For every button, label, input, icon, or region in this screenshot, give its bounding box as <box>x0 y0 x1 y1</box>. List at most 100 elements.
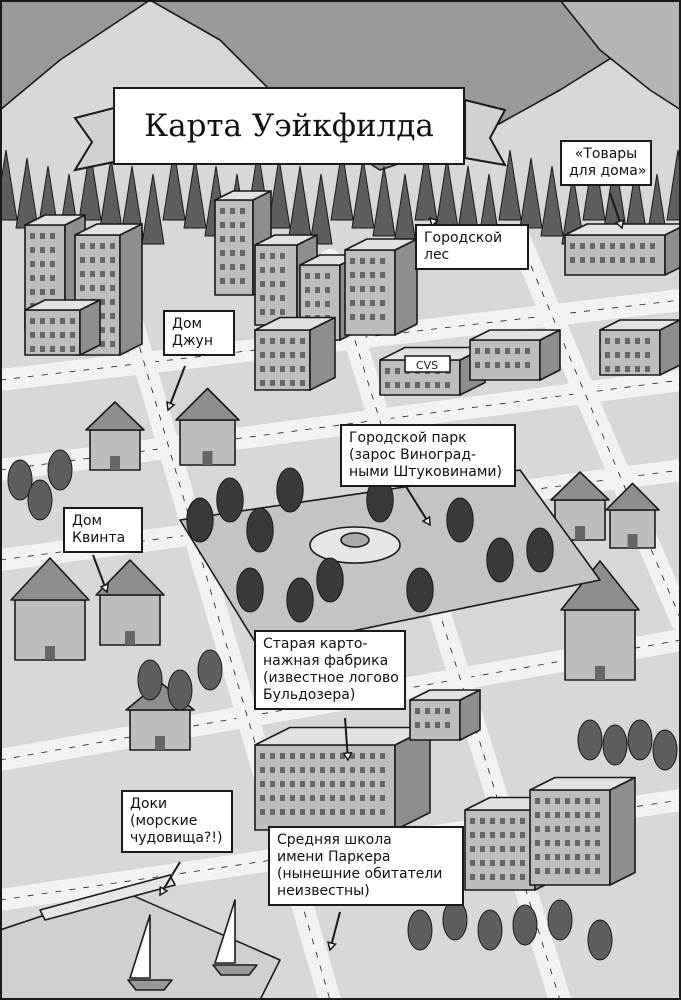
window <box>350 314 355 320</box>
tower-building-roof <box>254 234 318 246</box>
window <box>310 781 315 787</box>
window <box>240 236 245 242</box>
window <box>270 253 275 259</box>
window <box>80 271 85 277</box>
window <box>490 818 495 824</box>
window <box>515 348 520 354</box>
window <box>385 368 390 374</box>
window <box>270 753 275 759</box>
tree <box>216 477 244 523</box>
sailboat-hull <box>212 964 258 976</box>
window <box>100 299 105 305</box>
door <box>595 666 605 680</box>
window <box>545 868 550 874</box>
window <box>370 767 375 773</box>
tower-building-side <box>394 238 418 336</box>
window <box>350 795 355 801</box>
window <box>60 346 65 352</box>
window <box>470 860 475 866</box>
window <box>635 338 640 344</box>
window <box>260 753 265 759</box>
window <box>350 767 355 773</box>
window <box>310 795 315 801</box>
window <box>475 348 480 354</box>
window <box>435 722 440 728</box>
window <box>30 261 35 267</box>
pine-tree <box>330 149 354 221</box>
window <box>230 278 235 284</box>
window <box>240 208 245 214</box>
window <box>565 840 570 846</box>
tree <box>602 724 628 766</box>
window <box>470 832 475 838</box>
window <box>545 854 550 860</box>
window <box>280 781 285 787</box>
window <box>520 818 525 824</box>
window <box>380 300 385 306</box>
window <box>575 826 580 832</box>
window <box>330 753 335 759</box>
window <box>635 366 640 372</box>
window <box>380 272 385 278</box>
window <box>300 767 305 773</box>
window <box>395 382 400 388</box>
window <box>485 362 490 368</box>
window <box>350 753 355 759</box>
window <box>555 798 560 804</box>
window <box>415 722 420 728</box>
window <box>510 874 515 880</box>
window <box>40 233 45 239</box>
window <box>625 352 630 358</box>
sailboat-sail <box>214 899 236 964</box>
window <box>500 818 505 824</box>
window <box>40 318 45 324</box>
window <box>230 222 235 228</box>
window <box>260 380 265 386</box>
window <box>300 795 305 801</box>
window <box>380 753 385 759</box>
window <box>330 809 335 815</box>
window <box>425 708 430 714</box>
door <box>110 456 120 470</box>
label-jun-house: Дом Джун <box>163 310 235 356</box>
window <box>280 281 285 287</box>
window <box>270 267 275 273</box>
window <box>470 874 475 880</box>
callout-arrowhead <box>166 400 176 412</box>
window <box>290 352 295 358</box>
window <box>350 258 355 264</box>
window <box>40 289 45 295</box>
label-home-goods: «Товары для дома» <box>560 140 652 186</box>
door <box>202 451 213 465</box>
window <box>220 278 225 284</box>
window <box>545 840 550 846</box>
tree <box>197 649 223 691</box>
sailboat-hull <box>127 979 173 991</box>
window <box>280 267 285 273</box>
window <box>585 868 590 874</box>
pine-tree <box>162 149 186 221</box>
window <box>370 753 375 759</box>
window <box>325 273 330 279</box>
window <box>280 309 285 315</box>
window <box>435 382 440 388</box>
window <box>290 753 295 759</box>
window <box>370 795 375 801</box>
pine-tree <box>183 157 207 229</box>
window <box>585 854 590 860</box>
window <box>630 257 635 263</box>
sailboat-sail <box>129 914 151 979</box>
parker-school-wing-roof <box>529 776 636 791</box>
window <box>385 382 390 388</box>
tree <box>526 527 554 573</box>
window <box>315 287 320 293</box>
window <box>595 840 600 846</box>
window <box>50 332 55 338</box>
cvs-sign <box>404 355 451 373</box>
house-roof <box>550 471 610 501</box>
tree <box>477 909 503 951</box>
window <box>595 826 600 832</box>
window <box>270 295 275 301</box>
window <box>30 346 35 352</box>
